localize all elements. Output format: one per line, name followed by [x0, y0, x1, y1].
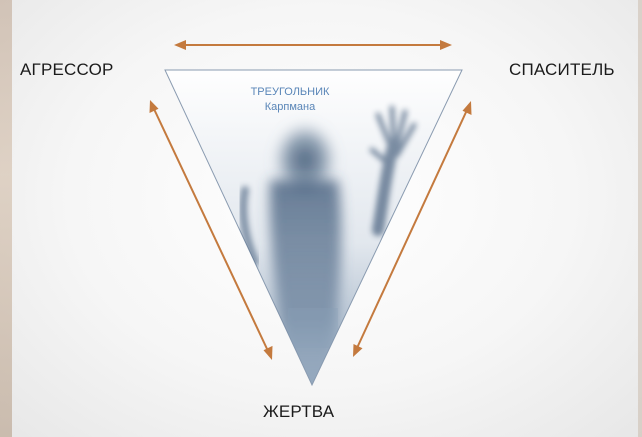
- arrow-aggressor-savior: [174, 40, 452, 50]
- arrow-savior-victim: [353, 101, 472, 357]
- background-edge-right: [638, 0, 642, 437]
- role-label-victim: ЖЕРТВА: [263, 402, 335, 421]
- arrow-aggressor-victim: [149, 100, 273, 360]
- triangle-title-line2: Карпмана: [264, 101, 316, 113]
- role-label-aggressor: АГРЕССОР: [20, 60, 114, 79]
- role-label-savior: СПАСИТЕЛЬ: [509, 60, 615, 79]
- triangle-title-line1: ТРЕУГОЛЬНИК: [250, 86, 330, 98]
- background-edge-left: [0, 0, 12, 437]
- ghost-figure-image: [239, 105, 417, 380]
